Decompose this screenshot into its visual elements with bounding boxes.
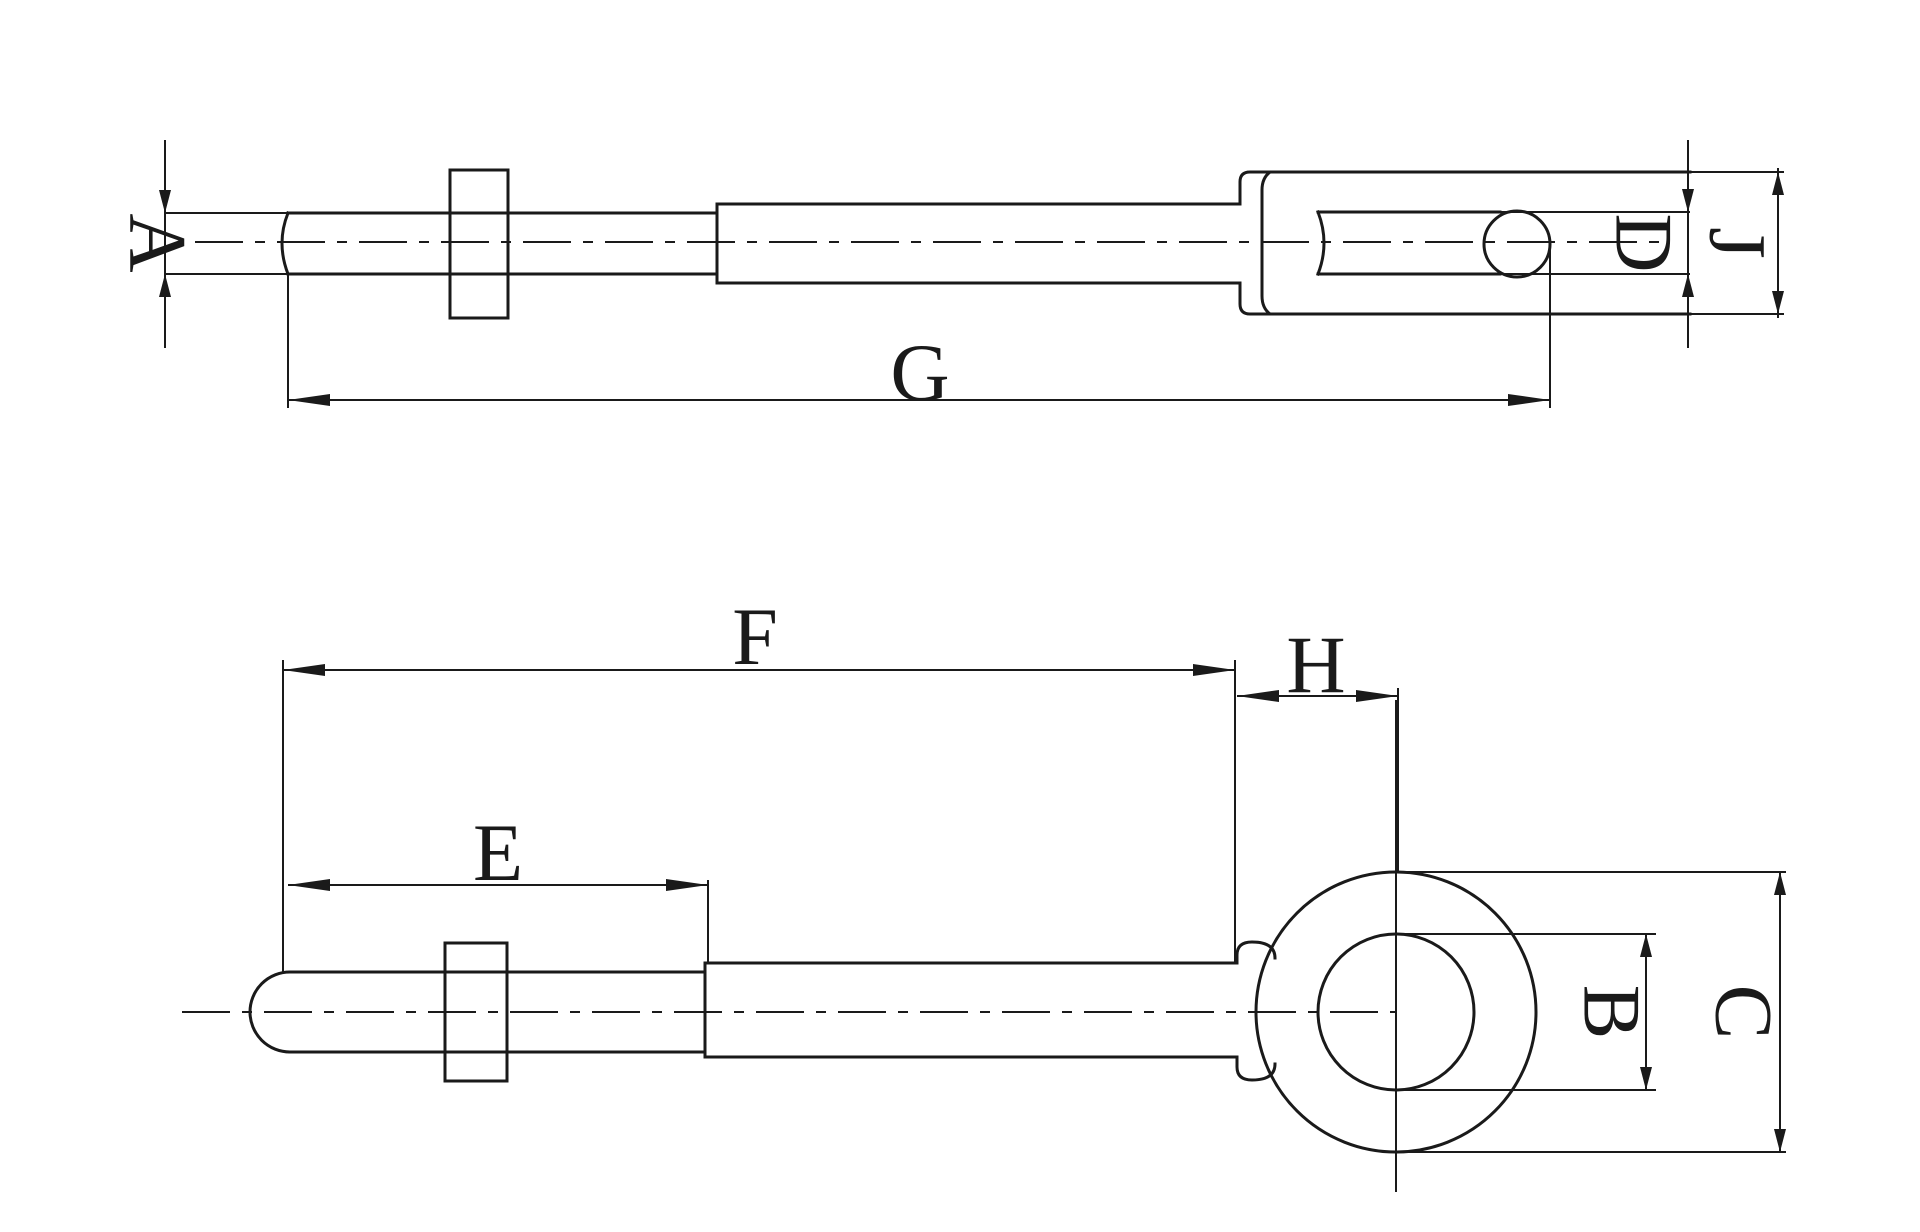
top-eye-head: [1260, 170, 1692, 316]
bottom-nut: [443, 941, 509, 1083]
top-rod-thin: [280, 211, 719, 276]
top-eye-hole: [1482, 209, 1552, 279]
label-e: E: [473, 807, 523, 898]
bottom-collar: [1235, 940, 1277, 1082]
dim-h: H: [1237, 619, 1399, 872]
top-nut: [448, 168, 510, 320]
label-g: G: [890, 327, 949, 418]
dim-c: C: [1396, 871, 1790, 1153]
top-collar: [1238, 170, 1275, 316]
dim-j: J: [1690, 168, 1784, 318]
top-rod-thick: [715, 202, 1242, 285]
label-a: A: [113, 213, 204, 272]
label-d: D: [1599, 213, 1690, 272]
dim-f: F: [282, 591, 1236, 972]
dim-b: B: [1396, 933, 1658, 1091]
label-j: J: [1693, 227, 1784, 259]
bottom-view: F E H B: [182, 591, 1790, 1192]
dim-d: D: [1500, 140, 1694, 348]
dim-a: A: [113, 140, 288, 348]
dim-g: G: [287, 244, 1551, 418]
label-f: F: [732, 591, 778, 682]
label-h: H: [1286, 619, 1345, 710]
dim-e: E: [288, 807, 709, 963]
bottom-rod-thick: [703, 961, 1239, 1059]
label-c: C: [1699, 985, 1790, 1040]
label-b: B: [1567, 985, 1658, 1040]
top-view: A G D J: [113, 140, 1784, 418]
bottom-rod-thin: [248, 970, 707, 1054]
